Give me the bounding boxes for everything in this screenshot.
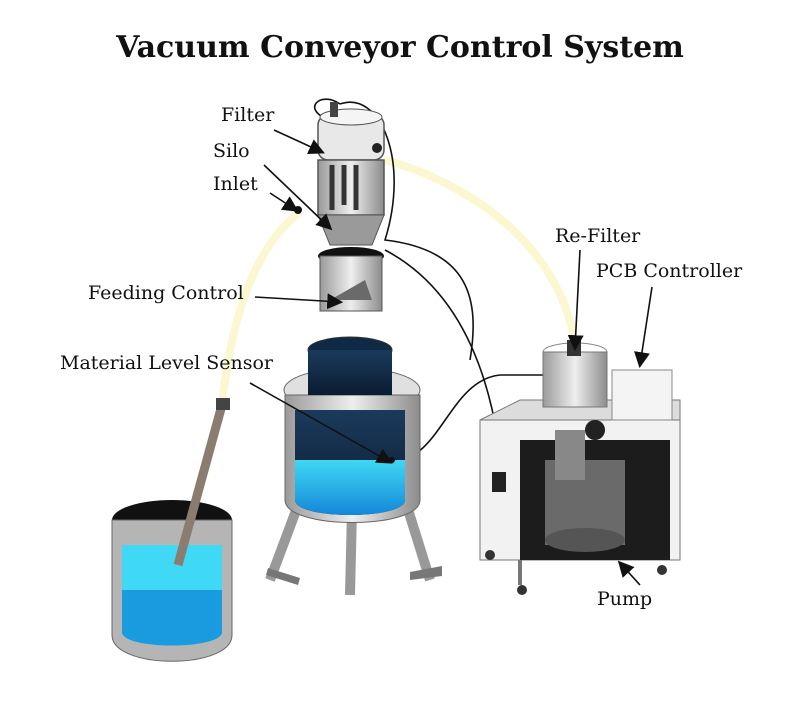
- pump-arrow: [617, 560, 641, 586]
- re-filter-unit: [542, 340, 608, 408]
- re-filter-arrow: [567, 249, 584, 352]
- filter-unit: [317, 102, 385, 161]
- diagram-title: Vacuum Conveyor Control System: [116, 30, 684, 65]
- material-level-sensor-arrow: [249, 382, 393, 464]
- vacuum-hose: [383, 156, 579, 346]
- receiving-tank: [265, 336, 442, 596]
- label-pcb-controller: PCB Controller: [596, 260, 743, 282]
- label-inlet: Inlet: [213, 173, 258, 195]
- filter-arrow: [273, 129, 325, 154]
- silo: [317, 159, 385, 246]
- inlet-arrow: [269, 192, 299, 212]
- source-container: [111, 398, 233, 662]
- label-silo: Silo: [213, 140, 250, 162]
- label-filter: Filter: [221, 104, 275, 126]
- label-re-filter: Re-Filter: [555, 225, 641, 247]
- label-feeding-control: Feeding Control: [88, 282, 244, 304]
- label-material-level-sensor: Material Level Sensor: [60, 352, 273, 374]
- pump-cart: [479, 369, 681, 595]
- inlet-hose: [218, 208, 303, 406]
- feeding-control-arrow: [254, 293, 344, 310]
- label-pump: Pump: [597, 588, 653, 610]
- pcb-controller-arrow: [634, 286, 653, 369]
